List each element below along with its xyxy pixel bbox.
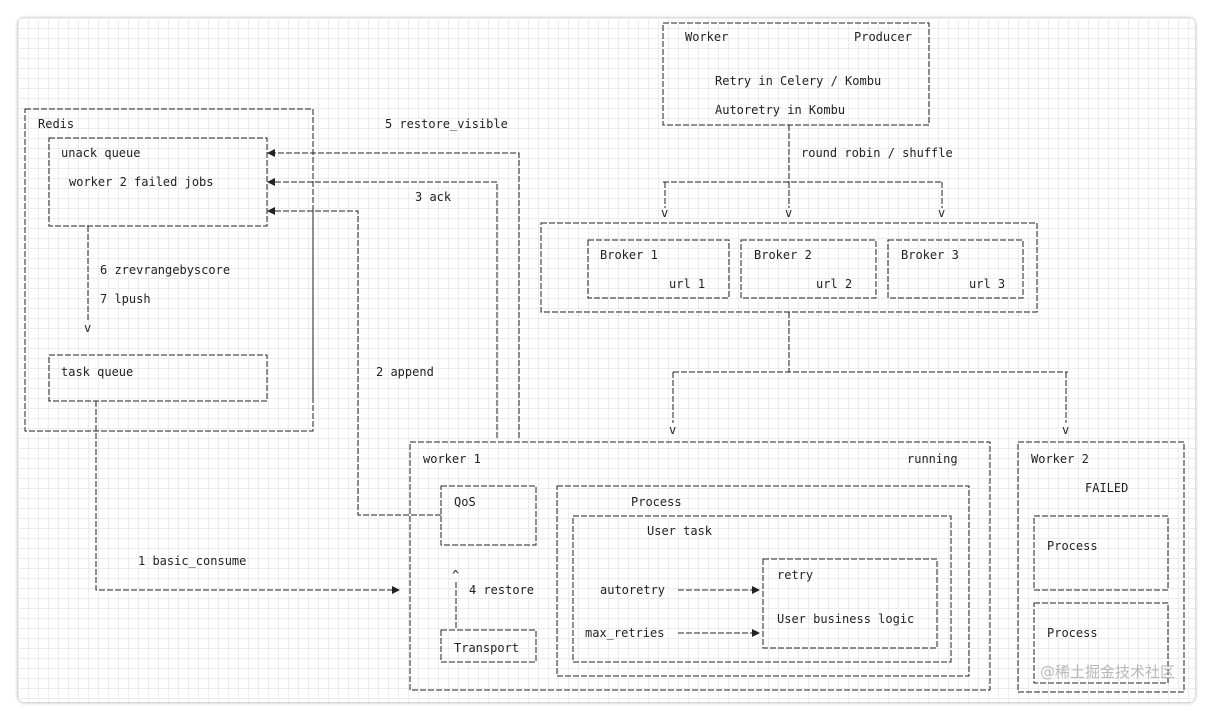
worker-2-process-1-box [1033,515,1169,591]
zrevrangebyscore-label: 6 zrevrangebyscore [100,263,230,277]
worker-label: Worker [685,30,728,44]
running-label: running [907,452,958,466]
worker-2-process-2-box [1033,602,1169,684]
append-label: 2 append [376,365,434,379]
restore-visible-arrowhead [267,149,275,157]
arrow-v-broker1: v [661,206,668,220]
watermark-text: @稀土掘金技术社区 [1039,663,1175,681]
arrow-v-broker3: v [938,206,945,220]
broker-3-url: url 3 [969,277,1005,291]
broker-1-url: url 1 [669,277,705,291]
user-task-label: User task [647,524,713,538]
qos-box [440,485,537,546]
transport-box [440,629,537,663]
task-queue-label: task queue [61,365,133,379]
arrow-v-broker2: v [785,206,792,220]
ack-path [270,181,498,438]
append-path [270,210,441,516]
worker2-failed-jobs-label: worker 2 failed jobs [69,175,214,189]
brokers-container [540,222,1038,313]
broker-2-url: url 2 [816,277,852,291]
arrow-v-worker2: v [1062,423,1069,437]
basic-consume-label: 1 basic_consume [138,554,246,568]
max-retries-label: max_retries [585,626,664,640]
autoretry-label: autoretry [600,583,665,597]
basic-consume-path [95,401,393,591]
unack-queue-label: unack queue [61,146,140,160]
worker-2-box [1017,441,1185,693]
architecture-diagram: Worker Producer Retry in Celery / Kombu … [24,22,1185,693]
round-robin-label: round robin / shuffle [801,146,953,160]
producer-label: Producer [854,30,912,44]
broker-1-box [587,239,730,299]
retry-box [762,558,938,649]
broker-2-box [740,239,877,299]
ack-arrowhead [267,178,275,186]
redis-label: Redis [38,117,74,131]
task-queue-box [48,354,268,402]
arrow-v-worker1: v [669,423,676,437]
process-box [556,485,970,677]
worker-1-label: worker 1 [423,452,481,466]
arrow-v-task-queue: v [84,321,91,335]
restore-up-marker: ^ [452,568,459,582]
worker-producer-box [662,22,930,126]
ack-label: 3 ack [415,190,452,204]
process-label: Process [631,495,682,509]
lpush-label: 7 lpush [100,292,151,306]
autoretry-arrowhead [752,586,760,594]
max-retries-arrowhead [752,629,760,637]
restore-visible-label: 5 restore_visible [385,117,508,131]
user-task-box [572,515,952,663]
broker-1-label: Broker 1 [600,248,658,262]
diagram-canvas: Worker Producer Retry in Celery / Kombu … [18,18,1195,702]
broker-2-label: Broker 2 [754,248,812,262]
failed-label: FAILED [1085,481,1128,495]
qos-label: QoS [454,495,476,509]
retry-label: retry [777,568,813,582]
worker-1-box [409,441,991,691]
broker-3-box [887,239,1024,299]
transport-label: Transport [454,641,519,655]
autoretry-kombu-label: Autoretry in Kombu [715,103,845,117]
user-business-logic-label: User business logic [777,612,914,626]
broker-3-label: Broker 3 [901,248,959,262]
retry-celery-label: Retry in Celery / Kombu [715,74,881,88]
worker-2-process-1-label: Process [1047,539,1098,553]
worker-2-process-2-label: Process [1047,626,1098,640]
restore-visible-path [270,152,520,438]
basic-consume-arrowhead [392,586,400,594]
restore-label: 4 restore [469,583,534,597]
append-arrowhead [267,207,275,215]
worker-2-label: Worker 2 [1031,452,1089,466]
